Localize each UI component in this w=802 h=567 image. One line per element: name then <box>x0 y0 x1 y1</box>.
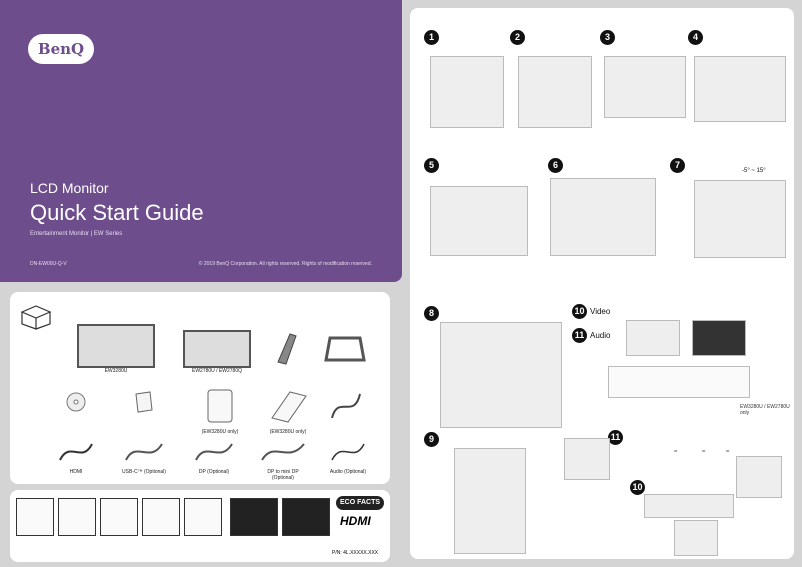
step-number: 9 <box>424 432 439 447</box>
models-note: EW3280U / EW2780U only <box>740 404 790 416</box>
booklet <box>134 390 154 419</box>
step-image <box>430 56 504 128</box>
cover-panel: BenQ LCD Monitor Quick Start Guide Enter… <box>0 0 402 282</box>
no-press-warning-icon <box>142 498 180 536</box>
box-contents-panel: EW3280U EW2780U / EW2780Q (EW3280U only)… <box>10 292 390 484</box>
no-tool-warning-icon <box>100 498 138 536</box>
or-label: or <box>702 448 706 453</box>
step-image <box>454 448 526 554</box>
video-label: Video <box>590 307 611 316</box>
step-image <box>694 56 786 122</box>
tilt-range: -5° ~ 15° <box>742 168 766 174</box>
speakers-headphones-image <box>564 438 610 480</box>
audio-cable: Audio (Optional) <box>328 440 368 475</box>
ecofacts-logo: ECO FACTS <box>336 496 384 510</box>
box-icon <box>18 300 54 330</box>
cover-subtitle: LCD Monitor <box>30 180 109 196</box>
document-code: DN-EW00U-Q-V <box>30 261 67 267</box>
assembly-steps-panel: 1 2 3 4 5 6 7 -5° ~ 15° 8 9 10 Video 11 … <box>410 8 794 559</box>
or-label: or <box>674 448 678 453</box>
monitor-ew2780: EW2780U / EW2780Q <box>182 330 252 374</box>
monitor-ew3280u: EW3280U <box>76 324 156 374</box>
stand-arm <box>272 332 302 373</box>
step-number: 7 <box>670 158 685 173</box>
monitor-front-image <box>626 320 680 356</box>
laptop-image <box>736 456 782 498</box>
port-panel <box>608 366 750 398</box>
pc-ports-image <box>644 494 734 518</box>
audio-label: Audio <box>590 331 611 340</box>
step-number: 6 <box>548 158 563 173</box>
fragile-warning-icon <box>184 498 222 536</box>
step-number: 10 <box>630 480 645 495</box>
usb-c-cable: USB-C™ (Optional) <box>122 440 166 475</box>
step-number: 8 <box>424 306 439 321</box>
hdmi-logo: HDMI <box>340 514 371 528</box>
cd-disc <box>66 392 86 417</box>
power-humidity-icon <box>282 498 330 536</box>
step-image <box>604 56 686 118</box>
step-number: 11 <box>608 430 623 445</box>
cleaning-cloth: (EW3280U only) <box>260 388 316 435</box>
step-number: 2 <box>510 30 525 45</box>
step-image <box>694 180 786 258</box>
monitor-back-image <box>692 320 746 356</box>
power-temperature-icon <box>230 498 278 536</box>
step-image <box>440 322 562 428</box>
part-number: P/N: 4L.XXXXX.XXX <box>332 550 379 556</box>
cover-title: Quick Start Guide <box>30 200 204 225</box>
step-number: 11 <box>572 328 587 343</box>
no-liquid-warning-icon <box>16 498 54 536</box>
step-image <box>518 56 592 128</box>
cover-series: Entertainment Monitor | EW Series <box>30 231 123 237</box>
power-cable <box>328 390 364 427</box>
or-label: or <box>726 448 730 453</box>
step-number: 10 <box>572 304 587 319</box>
stand-base <box>322 332 368 371</box>
hdmi-cable: HDMI <box>56 440 96 475</box>
no-heat-warning-icon <box>58 498 96 536</box>
step-number: 1 <box>424 30 439 45</box>
pc-tower-image <box>674 520 718 556</box>
step-number: 5 <box>424 158 439 173</box>
step-image <box>550 178 656 256</box>
benq-logo: BenQ <box>28 34 94 64</box>
dp-to-mini-dp-cable: DP to mini DP (Optional) <box>258 440 308 481</box>
step-number: 3 <box>600 30 615 45</box>
warning-icons-panel: ECO FACTS HDMI P/N: 4L.XXXXX.XXX <box>10 490 390 562</box>
remote-control: (EW3280U only) <box>192 388 248 435</box>
dp-cable: DP (Optional) <box>192 440 236 475</box>
step-number: 4 <box>688 30 703 45</box>
copyright: © 2019 BenQ Corporation. All rights rese… <box>198 261 372 267</box>
step-image <box>430 186 528 256</box>
